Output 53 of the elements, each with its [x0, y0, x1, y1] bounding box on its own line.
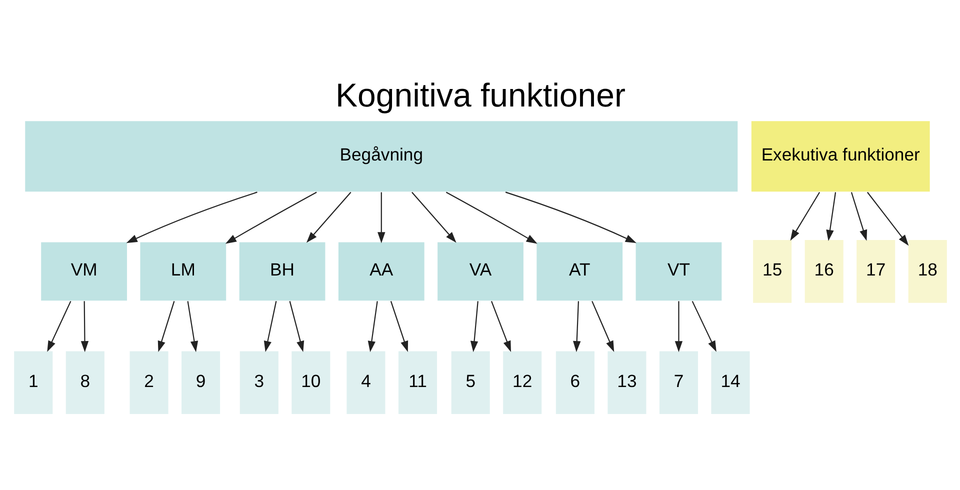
arrow: [306, 192, 351, 243]
arrow: [674, 301, 682, 352]
arrow: [866, 192, 908, 246]
arrow: [470, 301, 478, 352]
node-box: AT: [535, 241, 624, 302]
node-box: 15: [751, 238, 792, 304]
node-box: BH: [238, 241, 326, 302]
arrow: [288, 301, 304, 352]
node-box: 2: [128, 350, 169, 416]
node-box: 16: [803, 238, 844, 304]
arrow: [263, 301, 276, 352]
arrow: [490, 300, 510, 352]
arrow: [157, 301, 174, 352]
arrow: [126, 192, 257, 244]
arrow: [46, 300, 71, 352]
arrow: [445, 192, 537, 244]
arrow: [826, 192, 836, 241]
node-box: 10: [290, 350, 331, 416]
node-box: 12: [501, 350, 542, 416]
arrow: [377, 192, 385, 244]
arrow: [367, 301, 378, 352]
node-box: 18: [906, 238, 948, 304]
node-box: 5: [450, 350, 490, 416]
node-box: 7: [658, 350, 699, 416]
arrow: [411, 192, 456, 243]
node-box: LM: [138, 241, 227, 302]
arrow: [572, 301, 580, 352]
node-box: 11: [396, 350, 438, 416]
arrow: [691, 300, 716, 352]
node-box: AA: [336, 241, 425, 302]
node-box: 6: [554, 350, 596, 416]
node-box: 14: [710, 350, 750, 416]
arrow: [224, 192, 316, 244]
node-box: 1: [12, 350, 54, 416]
arrow: [390, 301, 408, 352]
node-box: VM: [40, 241, 128, 302]
node-box: 3: [238, 350, 280, 416]
node-box: Exekutiva funktioner: [750, 120, 930, 193]
node-box: 13: [606, 350, 647, 416]
node-box: 17: [854, 238, 896, 304]
arrow: [186, 301, 198, 352]
arrow: [850, 192, 867, 241]
node-box: 8: [64, 350, 106, 416]
node-box: Begåvning: [24, 120, 738, 193]
arrow: [790, 192, 820, 241]
arrow: [591, 300, 614, 352]
node-box: 9: [180, 350, 221, 416]
arrow: [80, 301, 88, 352]
node-box: VA: [436, 241, 524, 302]
node-box: VT: [634, 241, 722, 302]
arrow: [504, 192, 636, 244]
diagram-title: Kognitiva funktioner: [335, 76, 625, 114]
node-box: 4: [345, 350, 386, 416]
